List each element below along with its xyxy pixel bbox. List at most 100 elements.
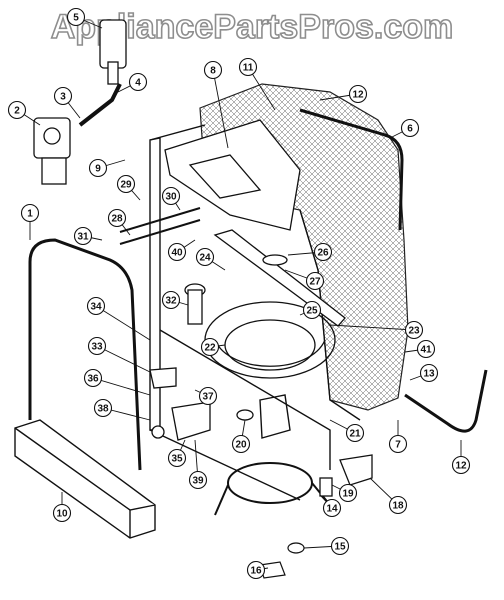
small-clips	[259, 542, 305, 579]
callout-circle	[404, 320, 424, 340]
callout-circle	[338, 483, 358, 503]
callout-circle	[400, 118, 420, 138]
callout-circle	[200, 337, 220, 357]
callout-15: 15	[334, 542, 346, 553]
callout-circle	[116, 174, 136, 194]
callout-37: 37	[202, 392, 214, 403]
callout-3: 3	[60, 92, 66, 103]
toe-panel	[14, 419, 156, 539]
inlet-valve	[33, 117, 71, 185]
leader-line	[212, 69, 229, 149]
callout-14: 14	[326, 504, 338, 515]
leader-line	[96, 345, 151, 373]
callout-16: 16	[250, 566, 262, 577]
callout-circle	[161, 290, 181, 310]
heating-element	[214, 462, 331, 516]
callout-28: 28	[111, 214, 123, 225]
callout-circle	[345, 423, 365, 443]
callout-circle	[348, 84, 368, 104]
callout-29: 29	[120, 180, 132, 191]
callout-7: 7	[395, 440, 401, 451]
callout-1: 1	[27, 209, 33, 220]
callout-circle	[83, 368, 103, 388]
callout-41: 41	[420, 345, 432, 356]
callout-circle	[302, 300, 322, 320]
callout-38: 38	[97, 404, 109, 415]
callout-18: 18	[392, 501, 404, 512]
top-manifold	[164, 119, 301, 231]
callout-circle	[388, 495, 408, 515]
callout-12: 12	[455, 461, 467, 472]
callout-10: 10	[56, 509, 68, 520]
top-hose	[299, 108, 404, 231]
callout-22: 22	[204, 343, 216, 354]
callout-circle	[93, 398, 113, 418]
callout-circle	[66, 7, 86, 27]
callout-36: 36	[87, 374, 99, 385]
callout-8: 8	[210, 66, 216, 77]
callout-26: 26	[317, 248, 329, 259]
callout-circle	[198, 386, 218, 406]
callout-circle	[322, 498, 342, 518]
callout-31: 31	[77, 232, 89, 243]
callout-circle	[167, 448, 187, 468]
drain-hose	[404, 369, 488, 433]
callout-circle	[20, 203, 40, 223]
callout-circle	[7, 100, 27, 120]
callout-6: 6	[407, 124, 413, 135]
callout-layer: 1234567891011121213141516181920212223242…	[7, 7, 471, 580]
callout-40: 40	[171, 248, 183, 259]
callout-32: 32	[165, 296, 177, 307]
callout-11: 11	[243, 63, 254, 74]
callout-35: 35	[171, 454, 183, 465]
door-gasket	[28, 238, 142, 471]
callout-circle	[203, 60, 223, 80]
callout-4: 4	[135, 78, 141, 89]
callout-39: 39	[192, 476, 204, 487]
callout-circle	[107, 208, 127, 228]
callout-34: 34	[90, 302, 102, 313]
callout-23: 23	[408, 326, 420, 337]
callout-circle	[238, 57, 258, 77]
callout-circle	[52, 503, 72, 523]
callout-circle	[195, 247, 215, 267]
callout-circle	[419, 363, 439, 383]
callout-2: 2	[14, 106, 20, 117]
leader-line	[329, 324, 415, 331]
callout-21: 21	[349, 429, 361, 440]
callout-circle	[451, 455, 471, 475]
callout-circle	[73, 226, 93, 246]
callout-circle	[305, 271, 325, 291]
callout-circle	[87, 336, 107, 356]
callout-circle	[330, 536, 350, 556]
callout-12: 12	[352, 90, 364, 101]
callout-20: 20	[235, 440, 247, 451]
callout-circle	[53, 86, 73, 106]
callout-27: 27	[309, 277, 321, 288]
callout-9: 9	[95, 164, 101, 175]
callout-19: 19	[342, 489, 354, 500]
leader-line	[92, 377, 151, 396]
callout-circle	[231, 434, 251, 454]
callout-circle	[86, 296, 106, 316]
mounting-bracket	[319, 454, 373, 497]
callout-circle	[188, 470, 208, 490]
fill-funnel	[99, 19, 127, 85]
callout-13: 13	[423, 369, 435, 380]
inlet-elbow-hose	[78, 83, 122, 127]
float-switch	[236, 409, 254, 421]
hinge-parts	[149, 367, 211, 441]
callout-33: 33	[91, 342, 103, 353]
pump-motor	[184, 283, 206, 325]
callout-circle	[313, 242, 333, 262]
rack-rail	[119, 207, 201, 245]
callout-circle	[388, 434, 408, 454]
callout-circle	[167, 242, 187, 262]
callout-circle	[246, 560, 266, 580]
callout-circle	[128, 72, 148, 92]
callout-circle	[161, 186, 181, 206]
callout-circle	[88, 158, 108, 178]
callout-5: 5	[73, 13, 79, 24]
